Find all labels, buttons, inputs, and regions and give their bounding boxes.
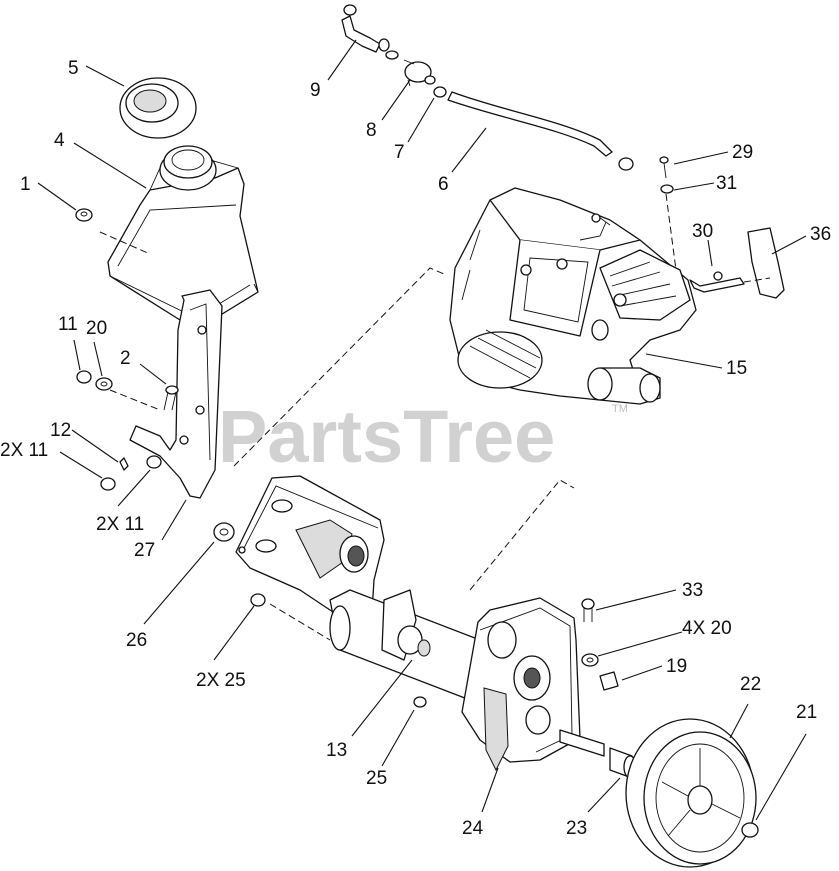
fuel-cap [119,77,197,139]
washer-31 [660,184,674,194]
callout-20: 20 [86,318,107,339]
assembly-line-nut [269,603,331,641]
nut-1 [75,208,93,222]
callout-2x25: 2X 25 [196,670,246,691]
callout-21: 21 [796,702,817,723]
leader-lines [37,39,807,821]
cable-30 [689,271,745,293]
assembly-line-washer [109,389,161,411]
callout-23: 23 [566,818,587,839]
engine [449,187,697,405]
callout-11: 11 [58,314,78,335]
callout-7: 7 [394,142,405,163]
watermark-tm: TM [612,403,628,415]
bolt-2 [163,385,179,411]
callout-2x11-bottom: 2X 11 [96,514,144,535]
fuel-filter-8 [403,59,436,87]
callout-4: 4 [54,130,65,151]
callout-6: 6 [438,174,449,195]
callout-27: 27 [134,540,155,561]
callout-5: 5 [68,58,79,79]
decal-36 [747,227,785,299]
nut-26 [213,522,235,542]
callout-15: 15 [726,358,747,379]
callout-24: 24 [462,818,484,839]
wheel-22 [625,718,757,868]
clamp-7 [433,86,447,98]
callout-8: 8 [366,120,377,141]
nut-25-left [250,593,266,607]
callout-13: 13 [326,740,347,761]
callout-9: 9 [310,80,321,101]
screw-29 [659,156,669,179]
bolt-33 [581,598,595,622]
side-plate-right [461,597,581,772]
bracket-27 [129,289,223,499]
washer-20 [95,377,113,391]
callout-31: 31 [716,173,737,194]
callout-12: 12 [50,420,71,441]
callout-29: 29 [732,142,753,163]
fuel-tank [107,145,259,331]
callout-labels: 1 5 4 9 8 7 6 29 31 30 36 15 11 20 2 12 … [0,58,831,839]
nut-11-lower-a [100,477,116,491]
axle [559,729,605,757]
callout-1: 1 [20,174,31,195]
callout-26: 26 [126,630,147,651]
callout-2x11-left: 2X 11 [0,440,48,461]
watermark-text: PartsTree [218,395,555,478]
fuel-hose-6 [447,91,634,171]
assembly-line-engine-bracket [233,267,445,467]
nut-11-lower-b [146,455,162,469]
callout-2: 2 [120,348,131,369]
callout-22: 22 [740,674,761,695]
callout-30: 30 [692,221,713,242]
callout-33: 33 [682,580,703,601]
callout-19: 19 [666,656,687,677]
callout-36: 36 [810,224,831,245]
nut-11 [76,370,92,384]
callout-25: 25 [366,768,387,789]
bolt-19 [599,671,619,691]
callout-4x20: 4X 20 [682,618,732,639]
clip-12 [119,457,129,471]
assembly-line-decal [743,277,771,283]
auger-tube-13 [329,589,487,701]
nut-25 [413,696,427,708]
assembly-line-screw [665,193,677,271]
fuel-line-fitting-9 [341,4,399,60]
assembly-line-engine-plate [469,479,575,591]
assembly-line-tank [99,231,151,255]
washer-4x20 [581,653,599,667]
nut-21 [741,822,759,838]
